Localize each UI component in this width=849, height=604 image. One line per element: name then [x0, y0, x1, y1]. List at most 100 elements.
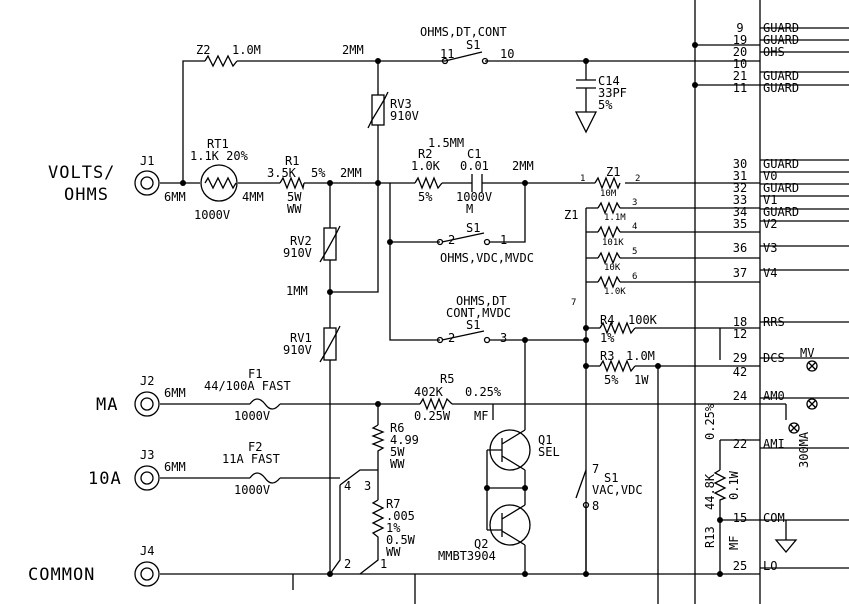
svg-text:5%: 5%: [311, 166, 326, 180]
svg-text:0.25%: 0.25%: [465, 385, 502, 399]
svg-text:5W: 5W: [287, 190, 302, 204]
pin-number: 32: [733, 181, 747, 195]
svg-text:J3: J3: [140, 448, 154, 462]
pin-number: 42: [733, 365, 747, 379]
pin-number: 37: [733, 266, 747, 280]
svg-text:2: 2: [635, 174, 640, 184]
thermistor-rt1: RT1 1.1K 20% 1000V 6MM 4MM: [164, 137, 264, 222]
pin-number: 30: [733, 157, 747, 171]
svg-text:4.99: 4.99: [390, 433, 419, 447]
pin-label: GUARD: [763, 205, 799, 219]
svg-text:1%: 1%: [600, 331, 615, 345]
svg-text:COMMON: COMMON: [28, 565, 95, 585]
pin-number: 35: [733, 217, 747, 231]
svg-text:F2: F2: [248, 440, 262, 454]
pin-label: GUARD: [763, 21, 799, 35]
svg-text:Q2: Q2: [474, 537, 488, 551]
svg-text:11A FAST: 11A FAST: [222, 452, 280, 466]
svg-text:1%: 1%: [386, 521, 401, 535]
svg-text:S1: S1: [466, 221, 480, 235]
svg-text:0.25W: 0.25W: [414, 409, 451, 423]
resistor-r6: R6 4.99 5W WW: [371, 421, 419, 471]
pin-label: AM0: [763, 389, 785, 403]
svg-text:Q1: Q1: [538, 433, 552, 447]
svg-text:100K: 100K: [628, 313, 658, 327]
pin-number: 18: [733, 315, 747, 329]
svg-text:1000V: 1000V: [194, 208, 230, 222]
pin-label: GUARD: [763, 181, 799, 195]
pin-label: RRS: [763, 315, 785, 329]
svg-text:2: 2: [344, 557, 351, 571]
svg-text:S1: S1: [466, 318, 480, 332]
resistor-r2: R2 1.0K 5% 1.5MM: [411, 136, 464, 204]
svg-text:4MM: 4MM: [242, 190, 264, 204]
svg-text:S1: S1: [604, 471, 618, 485]
connector-j3: J3 10A: [88, 448, 160, 491]
svg-text:5: 5: [632, 247, 637, 257]
switch-s1-top: OHMS,DT,CONT S1 11 10: [420, 25, 514, 65]
svg-text:J1: J1: [140, 154, 154, 168]
svg-text:C1: C1: [467, 147, 481, 161]
svg-text:VAC,VDC: VAC,VDC: [592, 483, 643, 497]
svg-text:MA: MA: [96, 395, 118, 415]
svg-text:J2: J2: [140, 374, 154, 388]
svg-text:CONT,MVDC: CONT,MVDC: [446, 306, 511, 320]
pin-label: V4: [763, 266, 777, 280]
svg-text:3.5K: 3.5K: [267, 166, 297, 180]
svg-text:1.1M: 1.1M: [604, 213, 626, 223]
pin-number: 29: [733, 351, 747, 365]
connector-j2: J2 MA: [96, 374, 160, 417]
svg-text:5W: 5W: [390, 445, 405, 459]
svg-text:Z1: Z1: [564, 208, 578, 222]
svg-text:11: 11: [440, 47, 454, 61]
test-point-mv: MV: [800, 346, 818, 372]
pin-number: 21: [733, 69, 747, 83]
fuse-f2: F2 11A FAST 1000V 6MM: [164, 440, 281, 497]
svg-text:44.8K: 44.8K: [703, 473, 717, 510]
pin-number: 31: [733, 169, 747, 183]
svg-text:1000V: 1000V: [456, 190, 492, 204]
svg-text:0.1W: 0.1W: [727, 470, 741, 500]
svg-text:Z1: Z1: [606, 165, 620, 179]
svg-text:0.5W: 0.5W: [386, 533, 416, 547]
svg-text:R4: R4: [600, 313, 614, 327]
pin-number: 10: [733, 57, 747, 71]
svg-text:WW: WW: [386, 545, 401, 559]
svg-text:RT1: RT1: [207, 137, 229, 151]
capacitor-c1: C1 0.01 1000V M 2MM: [456, 147, 534, 216]
resistor-r3: R3 1.0M 5% 1W: [599, 349, 655, 387]
svg-text:R2: R2: [418, 147, 432, 161]
svg-text:2MM: 2MM: [512, 159, 534, 173]
svg-text:402K: 402K: [414, 385, 444, 399]
svg-text:0.25%: 0.25%: [703, 403, 717, 440]
pin-number: 25: [733, 559, 747, 573]
svg-text:910V: 910V: [283, 343, 312, 357]
svg-text:4: 4: [344, 479, 351, 493]
pin-number: 20: [733, 45, 747, 59]
pin-label: LO: [763, 559, 777, 573]
pin-label: GUARD: [763, 81, 799, 95]
ground-symbol: [774, 539, 798, 554]
switch-s1-mid: S1 2 1 OHMS,VDC,MVDC: [436, 221, 534, 265]
pin-label: DCS: [763, 351, 785, 365]
varistor-rv1: RV1 910V: [283, 325, 341, 363]
svg-text:5%: 5%: [604, 373, 619, 387]
svg-text:MF: MF: [474, 409, 488, 423]
svg-text:R1: R1: [285, 154, 299, 168]
resistor-r7: R7 .005 1% 0.5W WW 4 3 2 1: [329, 479, 416, 575]
svg-text:1.0M: 1.0M: [626, 349, 655, 363]
resistor-r13: R13 44.8K 0.25% 0.1W MF: [703, 403, 741, 550]
capacitor-c14: C14 33PF 5%: [574, 74, 627, 134]
resistor-r4: R4 100K 1%: [599, 313, 658, 345]
svg-text:6MM: 6MM: [164, 460, 186, 474]
pin-label: GUARD: [763, 33, 799, 47]
svg-text:1000V: 1000V: [234, 409, 270, 423]
svg-text:7: 7: [571, 298, 576, 308]
svg-text:WW: WW: [287, 202, 302, 216]
svg-text:1MM: 1MM: [286, 284, 308, 298]
svg-text:910V: 910V: [390, 109, 419, 123]
svg-text:3: 3: [364, 479, 371, 493]
svg-text:910V: 910V: [283, 246, 312, 260]
svg-text:5%: 5%: [598, 98, 613, 112]
